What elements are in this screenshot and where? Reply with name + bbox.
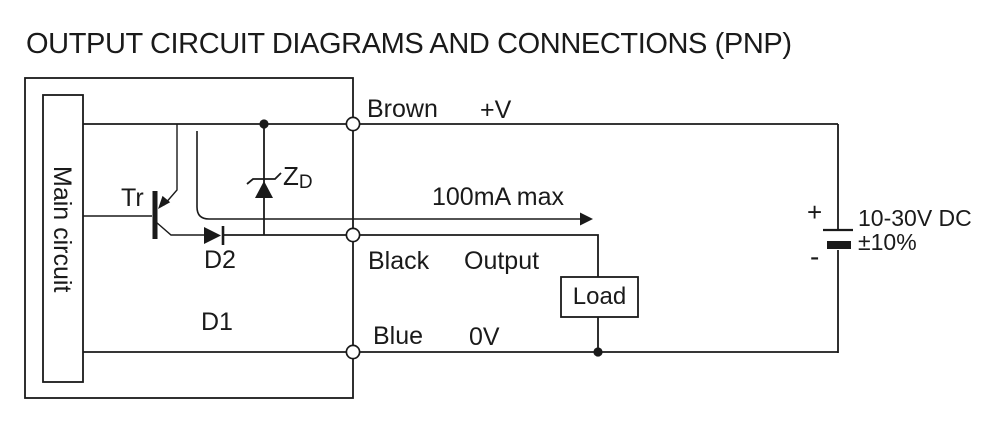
load-box — [560, 276, 639, 318]
zener-label-main: Z — [283, 161, 299, 191]
transistor-collector-wire — [155, 221, 204, 236]
supply-voltage-label: 10-30V DC — [858, 205, 972, 231]
main-circuit-box — [42, 94, 84, 383]
zener-label-sub: D — [298, 172, 313, 193]
main-circuit-label: Main circuit — [48, 166, 76, 293]
junction-dot-zener — [259, 119, 269, 129]
transistor-emitter-wire — [163, 124, 178, 206]
battery-plus-label: + — [807, 197, 823, 227]
load-label: Load — [572, 283, 627, 310]
d2-diode-symbol — [204, 227, 221, 244]
terminal-black — [345, 227, 361, 243]
transistor-emitter-arrow — [158, 195, 171, 209]
current-max-label: 100mA max — [432, 183, 565, 211]
zener-label: ZD — [283, 161, 313, 192]
zener-diode-symbol — [255, 181, 273, 198]
d1-label: D1 — [201, 308, 233, 336]
zero-v-signal-label: 0V — [469, 323, 500, 351]
current-arrowhead — [580, 212, 593, 226]
brown-wire-label: Brown — [367, 95, 438, 123]
current-flow-line — [196, 131, 581, 220]
page-title: OUTPUT CIRCUIT DIAGRAMS AND CONNECTIONS … — [26, 28, 792, 60]
black-wire-label: Black — [368, 247, 430, 275]
plus-v-signal-label: +V — [480, 96, 512, 124]
battery-minus-label: - — [810, 241, 820, 272]
junction-dot-load — [593, 347, 603, 357]
output-signal-label: Output — [464, 247, 540, 275]
supply-tolerance-label: ±10% — [858, 229, 917, 255]
blue-wire-label: Blue — [373, 322, 424, 350]
battery-negative-plate — [827, 241, 851, 249]
d2-label: D2 — [204, 246, 236, 274]
terminal-brown — [345, 116, 361, 132]
black-output-wire — [353, 234, 599, 277]
zener-cathode-bar — [246, 172, 282, 185]
transistor-label: Tr — [121, 184, 144, 212]
terminal-blue — [345, 344, 361, 360]
